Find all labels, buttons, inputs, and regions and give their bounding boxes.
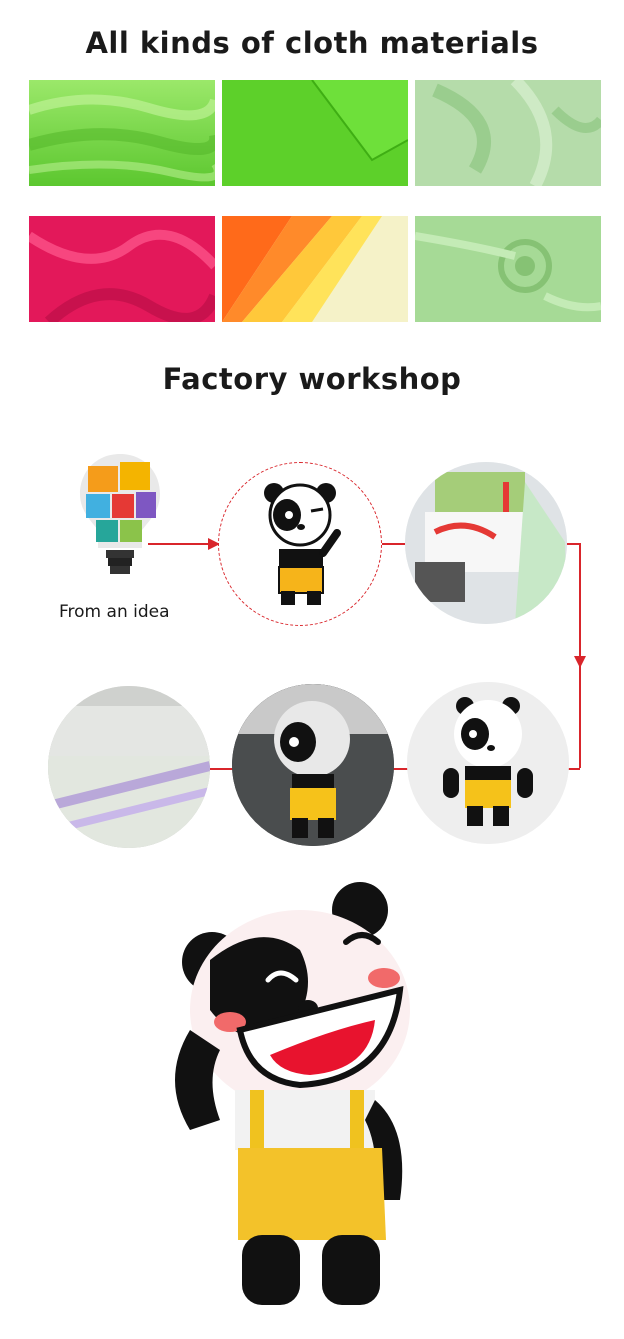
- workshop-title: Factory workshop: [162, 362, 462, 396]
- arrow-line-5: [206, 768, 234, 770]
- arrow-line-vertical: [579, 543, 581, 768]
- arrow-line-4: [566, 768, 580, 770]
- panda-plush-toy-image: [175, 882, 410, 1305]
- finished-sample-circle: [407, 682, 569, 844]
- pattern-drafting-circle: [405, 462, 567, 624]
- embroidery-machines-circle: [48, 686, 210, 848]
- fabric-swatch-jersey-green: [415, 216, 601, 322]
- arrow-line-6: [386, 768, 408, 770]
- materials-title: All kinds of cloth materials: [85, 26, 539, 60]
- fabric-swatch-mesh-orange: [222, 216, 408, 322]
- arrow-line-1: [148, 543, 216, 545]
- fabric-swatch-mesh-lime: [222, 80, 408, 186]
- lightbulb-idea-icon: [80, 454, 160, 574]
- panda-design-circle: [218, 462, 382, 626]
- arrow-line-3: [566, 543, 580, 545]
- fabric-swatch-velvet-green: [29, 80, 215, 186]
- arrow-line-2: [380, 543, 406, 545]
- arrow-head-1-icon: [208, 538, 220, 550]
- idea-caption: From an idea: [59, 602, 170, 622]
- arrow-head-2-icon: [574, 656, 586, 668]
- plush-prototype-circle: [232, 684, 394, 846]
- fabric-swatch-satin-pink: [29, 216, 215, 322]
- fabric-swatch-plush-mint: [415, 80, 601, 186]
